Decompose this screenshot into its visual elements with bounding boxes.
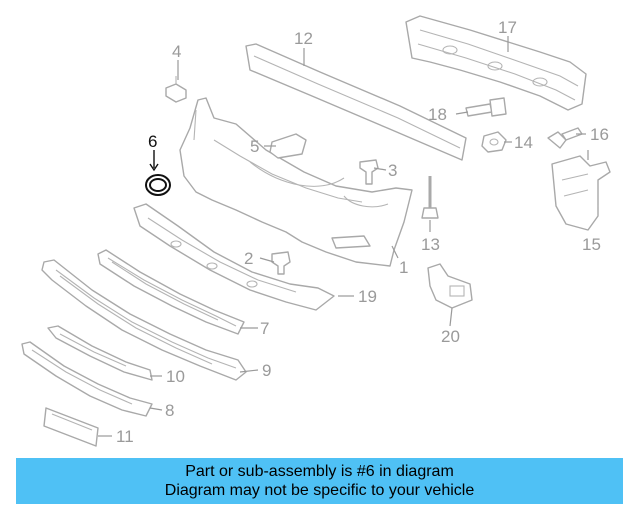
- callout-20: 20: [441, 327, 460, 346]
- part-1-bumper-cover: [179, 97, 413, 267]
- part-16-bolt: [547, 127, 583, 149]
- callout-7: 7: [260, 319, 269, 338]
- part-3-clip: [359, 159, 379, 185]
- part-8-chin-grille: [21, 341, 153, 417]
- part-18-bolt: [465, 97, 507, 117]
- part-20-connector: [427, 263, 473, 309]
- part-15-side-bracket: [551, 155, 611, 231]
- callout-18: 18: [428, 105, 447, 124]
- callout-8: 8: [165, 401, 174, 420]
- callout-4: 4: [172, 42, 181, 61]
- part-6-gasket-ring: [145, 174, 171, 196]
- part-2-clip: [271, 251, 291, 275]
- part-14-nut: [481, 131, 507, 153]
- callout-1: 1: [399, 258, 408, 277]
- parts-diagram: 1 2 3 4 5 6 7 8 9 10 11 12 13 14 15 16 1…: [21, 15, 611, 447]
- callout-10: 10: [166, 367, 185, 386]
- banner-part-note: Part or sub-assembly is #6 in diagram: [185, 463, 454, 480]
- part-11-license-bracket: [43, 407, 99, 447]
- callout-14: 14: [514, 133, 533, 152]
- callout-11: 11: [116, 427, 134, 446]
- part-10-trim-strip: [47, 325, 153, 381]
- part-13-long-bolt: [421, 176, 439, 219]
- part-4-clip: [165, 76, 187, 103]
- part-17-upper-support: [405, 15, 587, 111]
- callout-13: 13: [421, 235, 440, 254]
- callout-15: 15: [582, 235, 601, 254]
- callout-9: 9: [262, 361, 271, 380]
- part-9-lower-grille: [41, 259, 247, 381]
- part-19-lower-bracket: [133, 203, 335, 311]
- callout-12: 12: [294, 29, 313, 48]
- callout-6-highlighted: 6: [148, 132, 157, 151]
- callout-19: 19: [358, 287, 377, 306]
- callout-16: 16: [590, 125, 609, 144]
- callout-17: 17: [498, 18, 517, 37]
- banner-disclaimer: Diagram may not be specific to your vehi…: [164, 482, 475, 499]
- callout-5: 5: [250, 137, 259, 156]
- callout-2: 2: [244, 249, 253, 268]
- part-5-cap: [269, 133, 307, 159]
- part-12-reinforcement-beam: [245, 43, 467, 161]
- info-banner: Part or sub-assembly is #6 in diagram Di…: [16, 458, 623, 504]
- callout-3: 3: [388, 161, 397, 180]
- leader-lines: [98, 36, 589, 437]
